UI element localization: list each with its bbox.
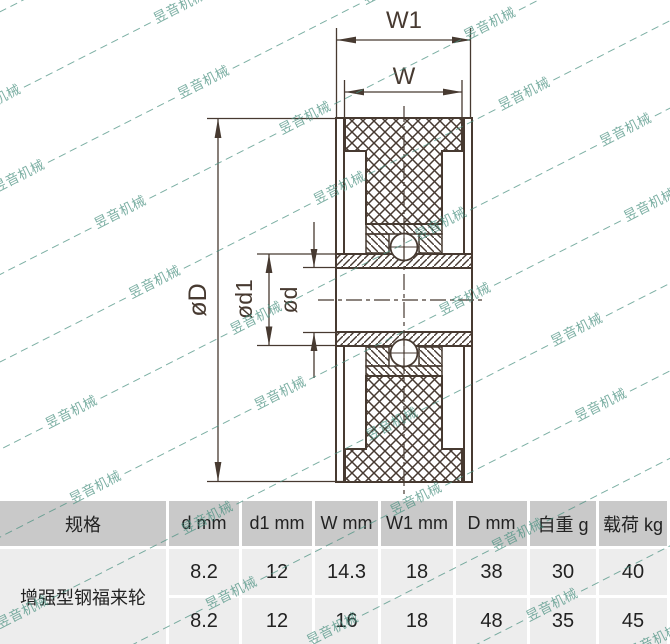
cell-w1: 18 <box>381 598 453 644</box>
cell-w1: 18 <box>381 549 453 595</box>
dimension-big-d: øD <box>184 117 344 483</box>
cell-weight: 35 <box>530 598 596 644</box>
shoulder <box>418 346 443 367</box>
side-plate-right-lower <box>463 345 473 483</box>
col-header-big-d-mm: D mm <box>456 501 527 546</box>
label-d: ød <box>276 287 302 314</box>
label-w1: W1 <box>386 7 422 34</box>
dimension-d1: ød1 <box>231 253 336 347</box>
table-header-row: 规格 d mm d1 mm W mm W1 mm D mm 自重 g 载荷 kg <box>0 501 667 546</box>
col-header-weight: 自重 g <box>530 501 596 546</box>
product-name-cell: 增强型钢福来轮 <box>0 549 166 644</box>
dimension-w: W <box>343 63 463 118</box>
label-big-d: øD <box>184 283 212 316</box>
cell-d1: 12 <box>242 598 312 644</box>
side-plate-right-upper <box>463 117 473 255</box>
cell-big-d: 48 <box>456 598 527 644</box>
spec-table: 规格 d mm d1 mm W mm W1 mm D mm 自重 g 载荷 kg… <box>0 498 670 644</box>
shoulder <box>365 346 390 367</box>
col-header-load: 载荷 kg <box>599 501 667 546</box>
cell-w: 14.3 <box>315 549 378 595</box>
cell-w: 16 <box>315 598 378 644</box>
label-d1: ød1 <box>231 279 257 319</box>
cell-load: 45 <box>599 598 667 644</box>
dimension-d: ød <box>276 222 336 378</box>
shoulder <box>418 233 443 254</box>
label-w: W <box>393 63 416 90</box>
cell-weight: 30 <box>530 549 596 595</box>
centerlines <box>318 106 482 494</box>
cell-load: 40 <box>599 549 667 595</box>
wheel-cross-section-drawing: W1 W øD ød1 ød <box>184 7 482 494</box>
table-row: 增强型钢福来轮 8.2 12 14.3 18 38 30 40 <box>0 549 667 644</box>
col-header-w1-mm: W1 mm <box>381 501 453 546</box>
table-row: 8.2 12 16 18 48 35 45 <box>0 598 667 644</box>
cell-d1: 12 <box>242 549 312 595</box>
shoulder <box>365 233 390 254</box>
cell-big-d: 38 <box>456 549 527 595</box>
spec-table-section: 规格 d mm d1 mm W mm W1 mm D mm 自重 g 载荷 kg… <box>0 498 670 644</box>
col-header-d-mm: d mm <box>169 501 239 546</box>
side-plate-left-upper <box>335 117 345 255</box>
cell-d: 8.2 <box>169 549 239 595</box>
dimension-w1: W1 <box>335 7 472 118</box>
col-header-spec: 规格 <box>0 501 166 546</box>
col-header-d1-mm: d1 mm <box>242 501 312 546</box>
cell-d: 8.2 <box>169 598 239 644</box>
side-plate-left-lower <box>335 345 345 483</box>
col-header-w-mm: W mm <box>315 501 378 546</box>
